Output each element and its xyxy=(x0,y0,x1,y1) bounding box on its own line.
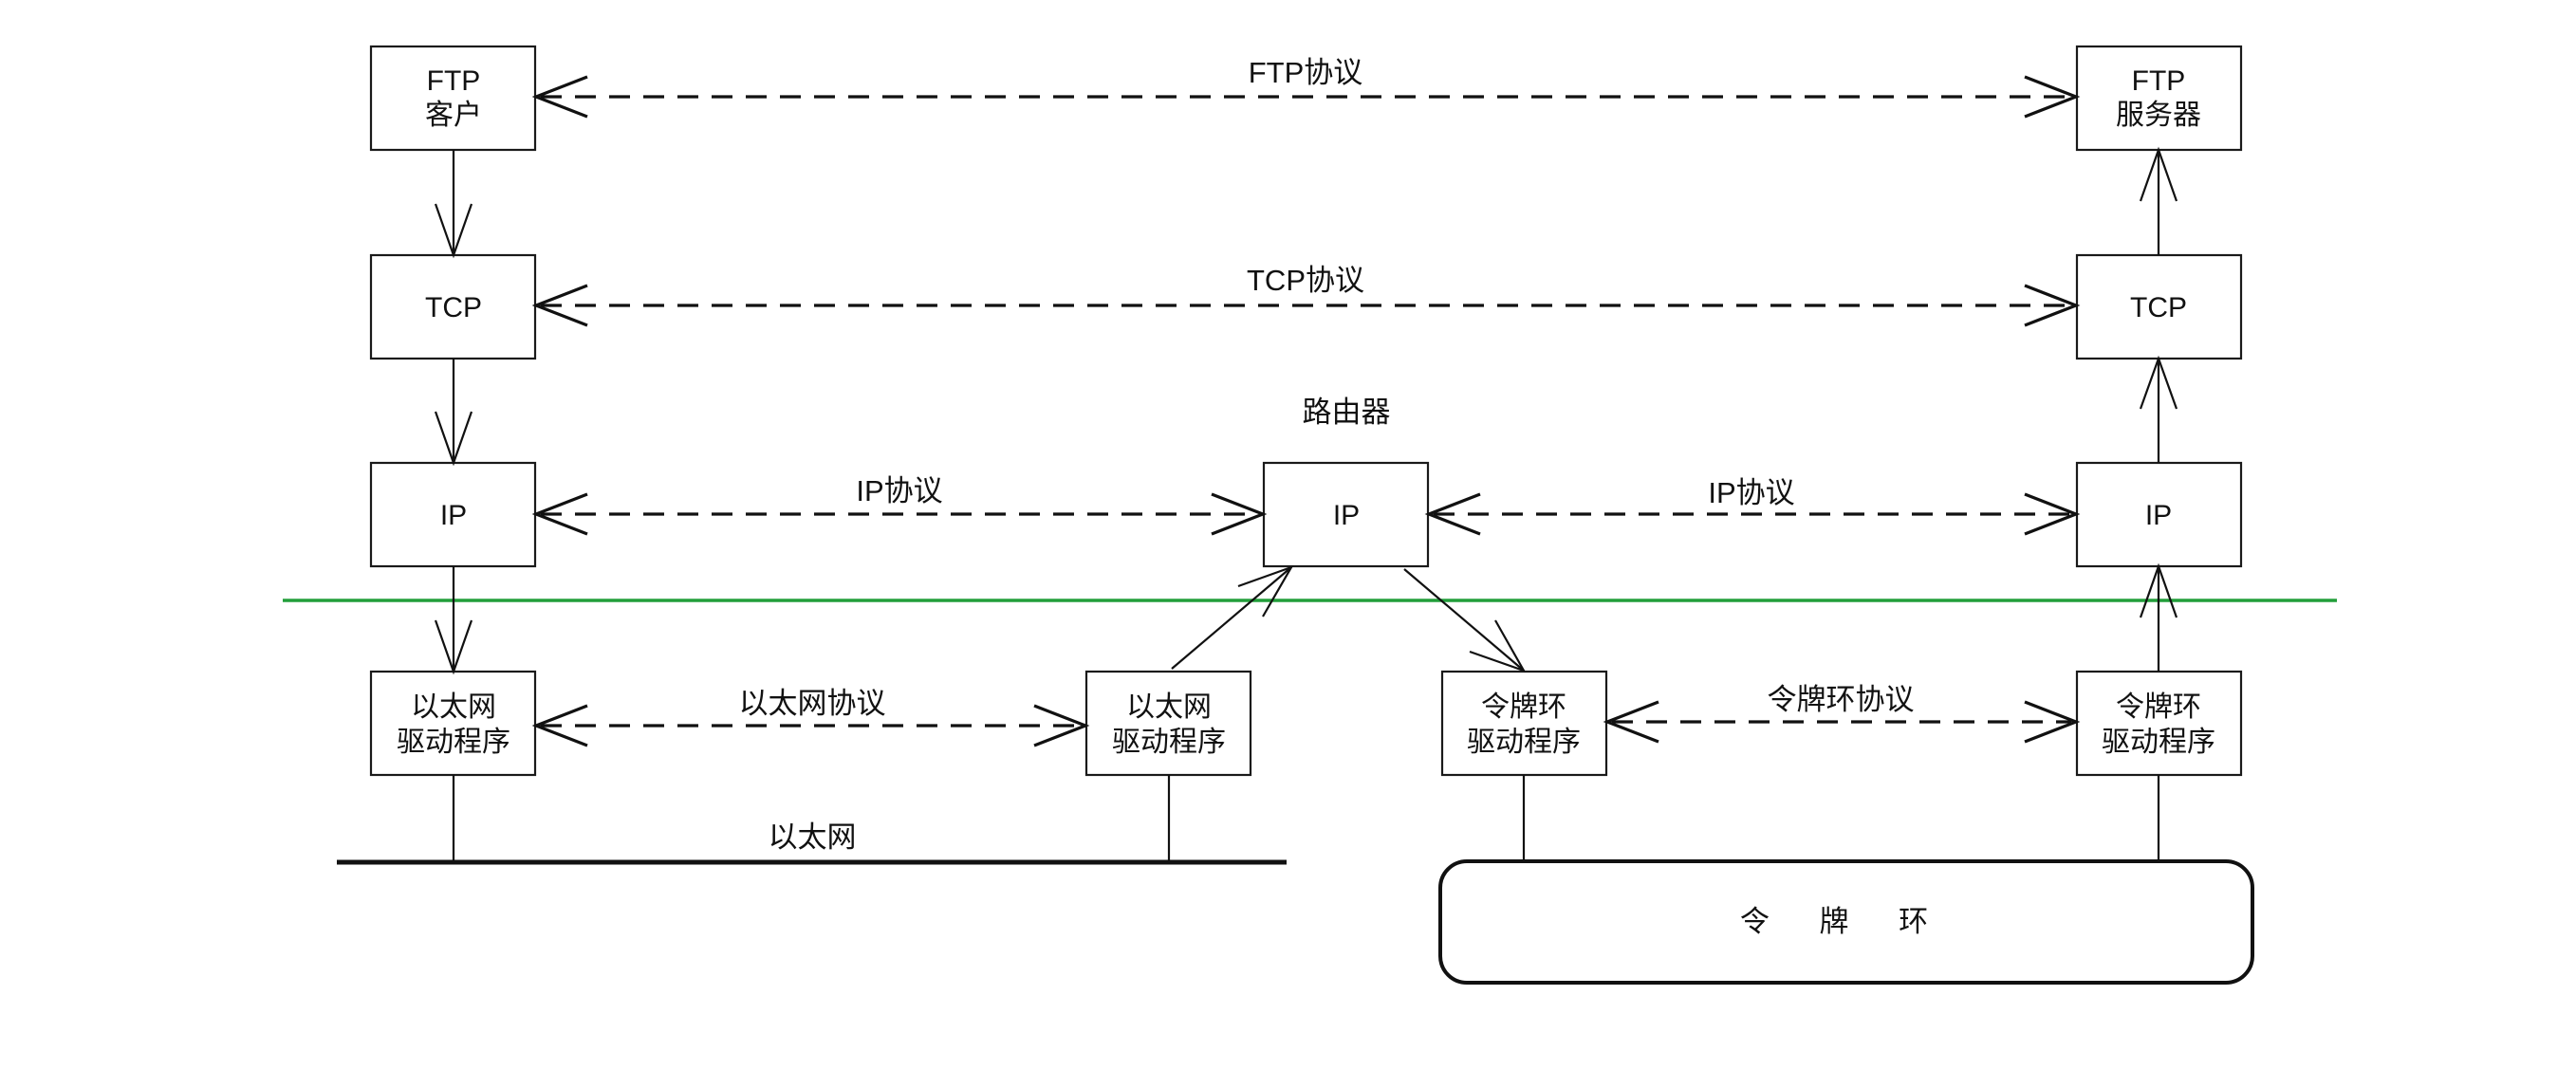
arrow-token-ring-protocol-head-right xyxy=(2024,700,2081,744)
arrow-ethernet-protocol xyxy=(531,704,1090,747)
node-ip-left: IP xyxy=(369,461,537,568)
protocol-label-ethernet: 以太网协议 xyxy=(739,687,886,720)
node-tcp-right-label: TCP xyxy=(2130,292,2187,323)
arrow-ethernet-protocol-head-right xyxy=(1033,704,1090,747)
node-eth-driver-router-line2: 驱动程序 xyxy=(1112,727,1226,758)
arrow-token-ring-protocol-head-left xyxy=(1603,700,1659,744)
node-eth-driver-left-line1: 以太网 xyxy=(411,691,496,723)
protocol-label-ip-left: IP协议 xyxy=(856,474,942,507)
node-ip-router-label: IP xyxy=(1333,500,1360,531)
arrow-tr-driver-to-ip-right xyxy=(2139,562,2178,672)
node-tr-driver-right-line2: 驱动程序 xyxy=(2102,727,2215,758)
arrow-token-ring-protocol xyxy=(1603,700,2081,744)
arrow-ip-router-to-tr-driver xyxy=(1403,568,1527,673)
node-ftp-server-line2: 服务器 xyxy=(2116,100,2201,131)
node-ftp-client-line1: FTP xyxy=(427,65,481,97)
token-ring-shape xyxy=(1438,859,2254,985)
node-tr-driver-right: 令牌环 驱动程序 xyxy=(2075,670,2243,777)
protocol-label-ftp: FTP协议 xyxy=(1249,56,1363,89)
arrow-tcp-to-ip-left xyxy=(434,359,473,467)
node-tr-driver-router: 令牌环 驱动程序 xyxy=(1440,670,1608,777)
node-tcp-right: TCP xyxy=(2075,253,2243,360)
protocol-label-ip-right: IP协议 xyxy=(1708,476,1794,509)
arrow-ethernet-protocol-head-left xyxy=(531,704,588,747)
token-ring-label: 令 牌 环 xyxy=(1740,905,1949,938)
node-ip-right-label: IP xyxy=(2145,500,2172,531)
node-ip-right: IP xyxy=(2075,461,2243,568)
node-tcp-left: TCP xyxy=(369,253,537,360)
ethernet-label: 以太网 xyxy=(769,820,857,854)
arrow-tcp-protocol-head-right xyxy=(2024,284,2081,327)
node-tr-driver-router-line2: 驱动程序 xyxy=(1467,727,1581,758)
node-ftp-server: FTP 服务器 xyxy=(2075,45,2243,152)
arrow-ftp-protocol-head-right xyxy=(2024,75,2081,119)
router-label: 路由器 xyxy=(1303,396,1391,429)
arrow-ip-to-tcp-right xyxy=(2139,355,2178,463)
token-ring: 令 牌 环 xyxy=(1438,775,2254,985)
node-ip-left-label: IP xyxy=(440,500,467,531)
node-tr-driver-router-line1: 令牌环 xyxy=(1481,691,1566,723)
node-tcp-left-label: TCP xyxy=(425,292,482,323)
arrow-ip-protocol-right-head-left xyxy=(1424,492,1481,536)
node-tr-driver-right-line1: 令牌环 xyxy=(2116,691,2201,723)
arrow-ip-to-eth-driver-left xyxy=(434,566,473,675)
node-ftp-client: FTP 客户 xyxy=(369,45,537,152)
node-eth-driver-left: 以太网 驱动程序 xyxy=(369,670,537,777)
arrow-tcp-protocol xyxy=(531,284,2081,327)
arrow-ip-protocol-left-head-right xyxy=(1211,492,1268,536)
node-ftp-server-line1: FTP xyxy=(2132,65,2186,97)
ethernet-bus: 以太网 xyxy=(337,775,1287,865)
arrow-ip-protocol-left-head-left xyxy=(531,492,588,536)
arrow-ip-protocol-left xyxy=(531,492,1268,536)
arrow-ftp-protocol xyxy=(531,75,2081,119)
arrow-ip-protocol-right xyxy=(1424,492,2081,536)
node-ftp-client-line2: 客户 xyxy=(425,100,482,131)
protocol-label-tcp: TCP协议 xyxy=(1247,264,1364,297)
arrow-eth-driver-to-ip-router xyxy=(1171,564,1294,670)
protocol-label-token-ring: 令牌环协议 xyxy=(1768,683,1915,716)
arrow-tcp-protocol-head-left xyxy=(531,284,588,327)
protocol-arrows xyxy=(531,75,2081,747)
node-ip-router: IP xyxy=(1262,461,1430,568)
node-eth-driver-router: 以太网 驱动程序 xyxy=(1084,670,1252,777)
arrow-ftp-client-to-tcp xyxy=(434,150,473,259)
arrow-ftp-protocol-head-left xyxy=(531,75,588,119)
node-eth-driver-left-line2: 驱动程序 xyxy=(397,727,510,758)
arrow-tcp-to-ftp-server xyxy=(2139,146,2178,255)
node-eth-driver-router-line1: 以太网 xyxy=(1126,691,1212,723)
arrow-ip-protocol-right-head-right xyxy=(2024,492,2081,536)
